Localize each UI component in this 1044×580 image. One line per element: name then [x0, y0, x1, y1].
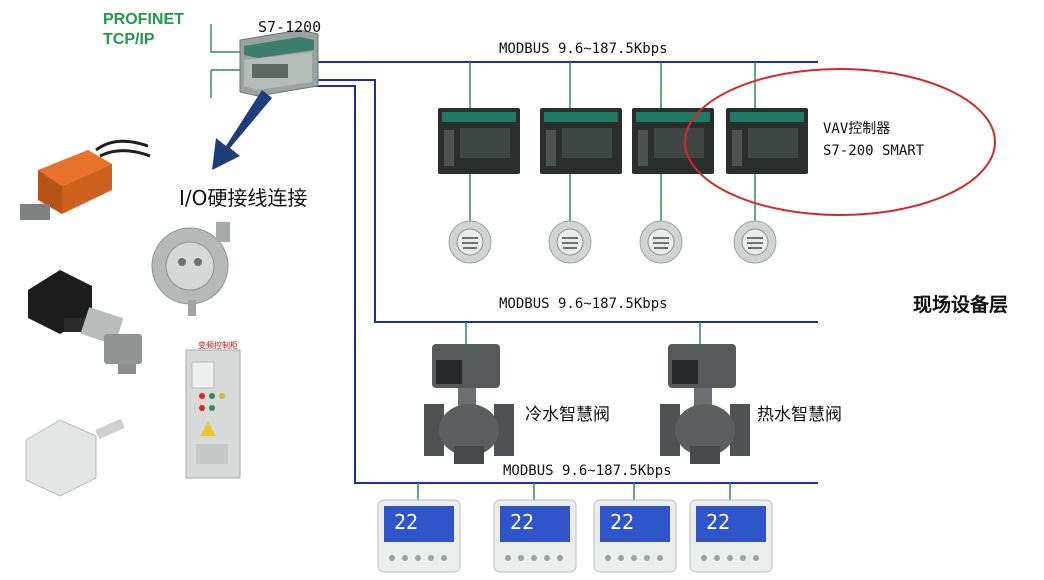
vav-controller-label: VAV控制器 S7-200 SMART — [823, 121, 925, 159]
air-diffuser-3 — [639, 220, 683, 264]
vav-controller-2 — [540, 108, 622, 174]
vav-controller-4 — [726, 108, 808, 174]
plc-label: S7-1200 — [258, 18, 322, 36]
differential-pressure-switch — [151, 222, 230, 316]
hot-water-valve — [660, 344, 750, 464]
hot-water-valve-label: 热水智慧阀 — [757, 405, 842, 425]
cabinet-plate: 变频控制柜 — [198, 341, 238, 350]
bus-label-1: MODBUS 9.6~187.5Kbps — [499, 41, 668, 57]
vav-controller-3 — [632, 108, 714, 174]
air-diffuser-4 — [733, 220, 777, 264]
profinet-label: PROFINET TCP/IP — [103, 11, 184, 48]
cold-water-valve — [424, 344, 514, 464]
bus-label-2: MODBUS 9.6~187.5Kbps — [499, 296, 668, 312]
thermostat-3 — [593, 499, 677, 573]
valve-drops — [465, 322, 701, 344]
thermostat-1 — [377, 499, 461, 573]
vav-drops — [469, 62, 756, 226]
vav-highlight-ellipse — [684, 68, 996, 216]
modbus-bus-3 — [306, 85, 818, 484]
profinet-link — [210, 24, 240, 98]
field-device-layer-label: 现场设备层 — [913, 294, 1009, 316]
thermostat-2-display: 22 — [510, 510, 535, 534]
s7-1200-plc — [239, 29, 319, 97]
damper-actuator — [20, 139, 151, 220]
io-direction-arrow — [212, 90, 272, 170]
vfd-control-cabinet — [185, 349, 241, 479]
duct-temperature-sensor — [25, 418, 125, 497]
modbus-bus-2 — [312, 79, 818, 323]
thermostat-4-display: 22 — [706, 510, 731, 534]
thermostat-4 — [689, 499, 773, 573]
vav-controller-1 — [438, 108, 520, 174]
air-diffuser-1 — [448, 220, 492, 264]
bus-label-3: MODBUS 9.6~187.5Kbps — [503, 463, 672, 479]
thermostat-drops — [417, 483, 731, 500]
thermostat-3-display: 22 — [610, 510, 635, 534]
thermostat-1-display: 22 — [394, 510, 419, 534]
cold-water-valve-label: 冷水智慧阀 — [525, 405, 610, 425]
air-diffuser-2 — [548, 220, 592, 264]
pressure-transmitter — [28, 270, 142, 374]
io-hardwire-label: I/O硬接线连接 — [179, 186, 308, 210]
thermostat-2 — [493, 499, 577, 573]
